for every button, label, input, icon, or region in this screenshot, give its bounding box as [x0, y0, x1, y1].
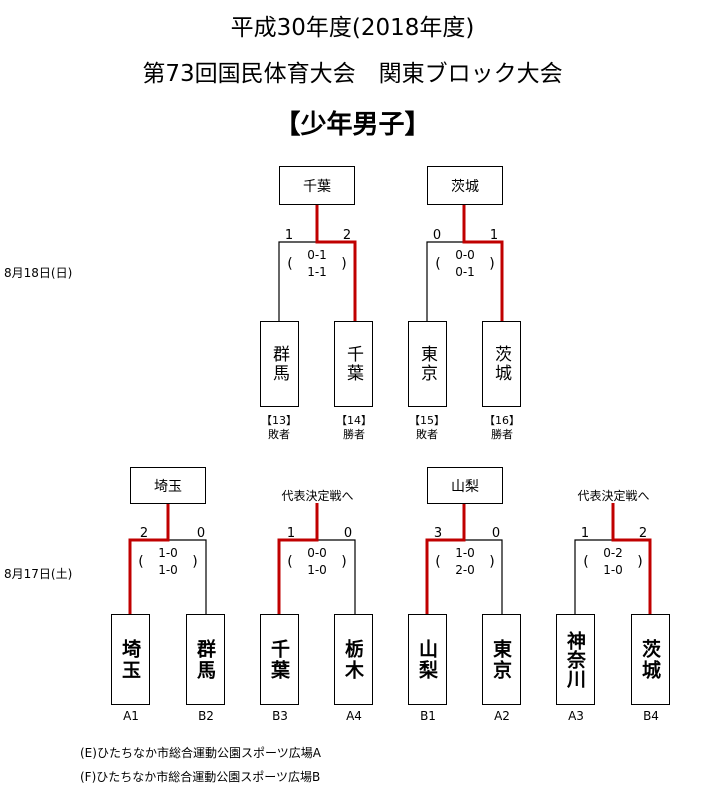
half-score: 1-0: [455, 546, 475, 560]
total-score-left: 1: [286, 526, 296, 541]
team-box-kanagawa: 神奈川: [556, 614, 595, 705]
team-box-yamanashi: 山梨: [408, 614, 447, 705]
match-result: 勝者: [491, 428, 513, 441]
team-box-tokyo: 東京: [482, 614, 521, 705]
score-bracket-open: (: [435, 256, 441, 272]
half-scores: 1-0 2-0: [448, 545, 482, 579]
team-box-gunma: 群馬: [260, 321, 299, 407]
date-day2: 8月18日(日): [4, 266, 73, 280]
team-box-gunma: 群馬: [186, 614, 225, 705]
half-score: 0-1: [307, 248, 327, 262]
score-bracket-close: ): [637, 554, 643, 570]
team-box-tochigi: 栃木: [334, 614, 373, 705]
total-score-left: 1: [284, 228, 294, 243]
half-scores: 0-0 0-1: [448, 247, 482, 281]
winner-box-chiba: 千葉: [279, 166, 355, 205]
winner-path: [128, 503, 170, 615]
winner-path: [611, 503, 652, 615]
date-day1: 8月17日(土): [4, 567, 73, 581]
score-bracket-open: (: [287, 554, 293, 570]
total-score-left: 0: [432, 228, 442, 243]
total-score-right: 2: [638, 526, 648, 541]
half-score: 0-0: [307, 546, 327, 560]
playoff-label: 代表決定戦へ: [281, 489, 354, 503]
winner-path: [277, 503, 319, 615]
score-bracket-close: ): [341, 256, 347, 272]
total-score-left: 2: [139, 526, 149, 541]
event-title: 第73回国民体育大会 関東ブロック大会: [142, 61, 563, 87]
winner-path: [425, 503, 466, 615]
score-bracket-close: ): [341, 554, 347, 570]
total-score-left: 3: [433, 526, 443, 541]
team-box-tokyo: 東京: [408, 321, 447, 407]
half-score: 1-0: [603, 563, 623, 577]
half-score: 2-0: [455, 563, 475, 577]
half-scores: 0-0 1-0: [300, 545, 334, 579]
half-scores: 0-2 1-0: [596, 545, 630, 579]
half-score: 0-1: [455, 265, 475, 279]
winner-box-yamanashi: 山梨: [427, 467, 503, 504]
seed-slot: A3: [568, 709, 584, 723]
total-score-right: 0: [343, 526, 353, 541]
match-note: 【15】 敗者: [402, 414, 452, 442]
half-score: 0-2: [603, 546, 623, 560]
team-box-ibaraki: 茨城: [631, 614, 670, 705]
winner-box-ibaraki: 茨城: [427, 166, 503, 205]
total-score-right: 0: [491, 526, 501, 541]
venue-e: (E)ひたちなか市総合運動公園スポーツ広場A: [80, 746, 321, 760]
seed-slot: B2: [198, 709, 214, 723]
team-box-ibaraki: 茨城: [482, 321, 521, 407]
seed-slot: A2: [494, 709, 510, 723]
match-number: 【16】: [484, 414, 520, 427]
team-box-chiba: 千葉: [260, 614, 299, 705]
half-score: 1-1: [307, 265, 327, 279]
seed-slot: A1: [123, 709, 139, 723]
winner-box-saitama: 埼玉: [130, 467, 206, 504]
team-box-chiba: 千葉: [334, 321, 373, 407]
match-note: 【13】 敗者: [254, 414, 304, 442]
winner-path: [462, 205, 504, 322]
total-score-right: 0: [196, 526, 206, 541]
total-score-right: 2: [342, 228, 352, 243]
half-score: 1-0: [158, 546, 178, 560]
seed-slot: A4: [346, 709, 362, 723]
half-scores: 0-1 1-1: [300, 247, 334, 281]
match-result: 敗者: [416, 428, 438, 441]
team-box-saitama: 埼玉: [111, 614, 150, 705]
half-score: 1-0: [307, 563, 327, 577]
score-bracket-close: ): [489, 256, 495, 272]
match-result: 敗者: [268, 428, 290, 441]
score-bracket-close: ): [489, 554, 495, 570]
tournament-title: 平成30年度(2018年度): [230, 15, 475, 41]
match-note: 【16】 勝者: [477, 414, 527, 442]
total-score-right: 1: [489, 228, 499, 243]
winner-path: [315, 205, 357, 322]
match-number: 【15】: [409, 414, 445, 427]
total-score-left: 1: [580, 526, 590, 541]
match-result: 勝者: [343, 428, 365, 441]
seed-slot: B3: [272, 709, 288, 723]
half-score: 1-0: [158, 563, 178, 577]
half-score: 0-0: [455, 248, 475, 262]
seed-slot: B1: [420, 709, 436, 723]
score-bracket-open: (: [583, 554, 589, 570]
playoff-label: 代表決定戦へ: [577, 489, 650, 503]
match-number: 【14】: [336, 414, 372, 427]
score-bracket-open: (: [138, 554, 144, 570]
seed-slot: B4: [643, 709, 659, 723]
match-number: 【13】: [261, 414, 297, 427]
match-note: 【14】 勝者: [329, 414, 379, 442]
division-title: 【少年男子】: [274, 110, 431, 140]
score-bracket-open: (: [287, 256, 293, 272]
score-bracket-open: (: [435, 554, 441, 570]
half-scores: 1-0 1-0: [151, 545, 185, 579]
venue-f: (F)ひたちなか市総合運動公園スポーツ広場B: [80, 770, 321, 784]
score-bracket-close: ): [192, 554, 198, 570]
